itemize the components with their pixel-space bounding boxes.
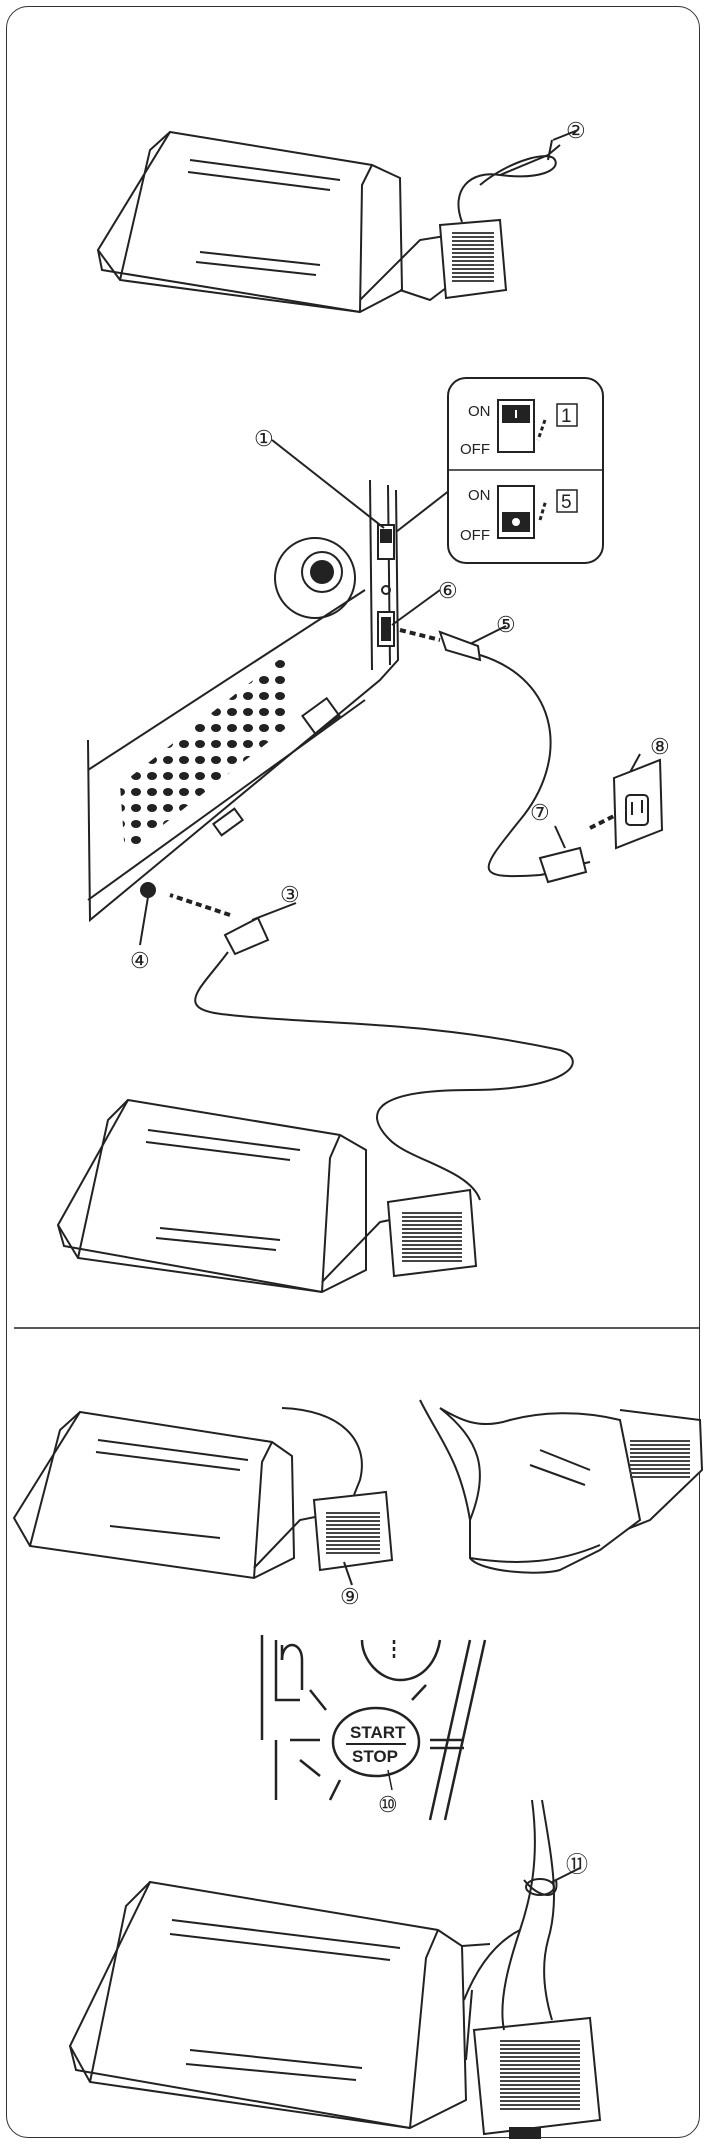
callout-1: ① (254, 426, 274, 451)
figure-foot-control-small (12, 1407, 394, 1586)
figure-foot-control-cord (96, 129, 579, 314)
inset-top-step: 1 (561, 406, 572, 427)
inset-top-on-label: ON (468, 403, 491, 420)
inset-bottom-on-label: ON (468, 487, 491, 504)
stop-label: STOP (352, 1747, 398, 1766)
page-border (6, 6, 700, 2138)
switch-inset (447, 377, 604, 564)
figure-machine-connection (56, 439, 664, 1294)
inset-top-off-label: OFF (460, 441, 490, 458)
callout-9: ⑨ (340, 1584, 360, 1609)
callout-6: ⑥ (438, 578, 458, 603)
callout-10: ⑩ (378, 1792, 398, 1817)
figure-cord-storage (68, 1799, 602, 2139)
figure-start-stop (260, 1635, 487, 1821)
callout-11: ⑪ (566, 1852, 588, 1877)
callout-7: ⑦ (530, 800, 550, 825)
callout-8: ⑧ (650, 734, 670, 759)
inset-bottom-off-label: OFF (460, 527, 490, 544)
figure-foot-on-pedal (419, 1399, 704, 1574)
callout-3: ③ (280, 882, 300, 907)
callout-5: ⑤ (496, 612, 516, 637)
inset-bottom-step: 5 (561, 492, 572, 513)
callout-4: ④ (130, 948, 150, 973)
callout-2: ② (566, 118, 586, 143)
start-label: START (350, 1723, 406, 1742)
start-stop-button[interactable] (331, 1706, 421, 1778)
